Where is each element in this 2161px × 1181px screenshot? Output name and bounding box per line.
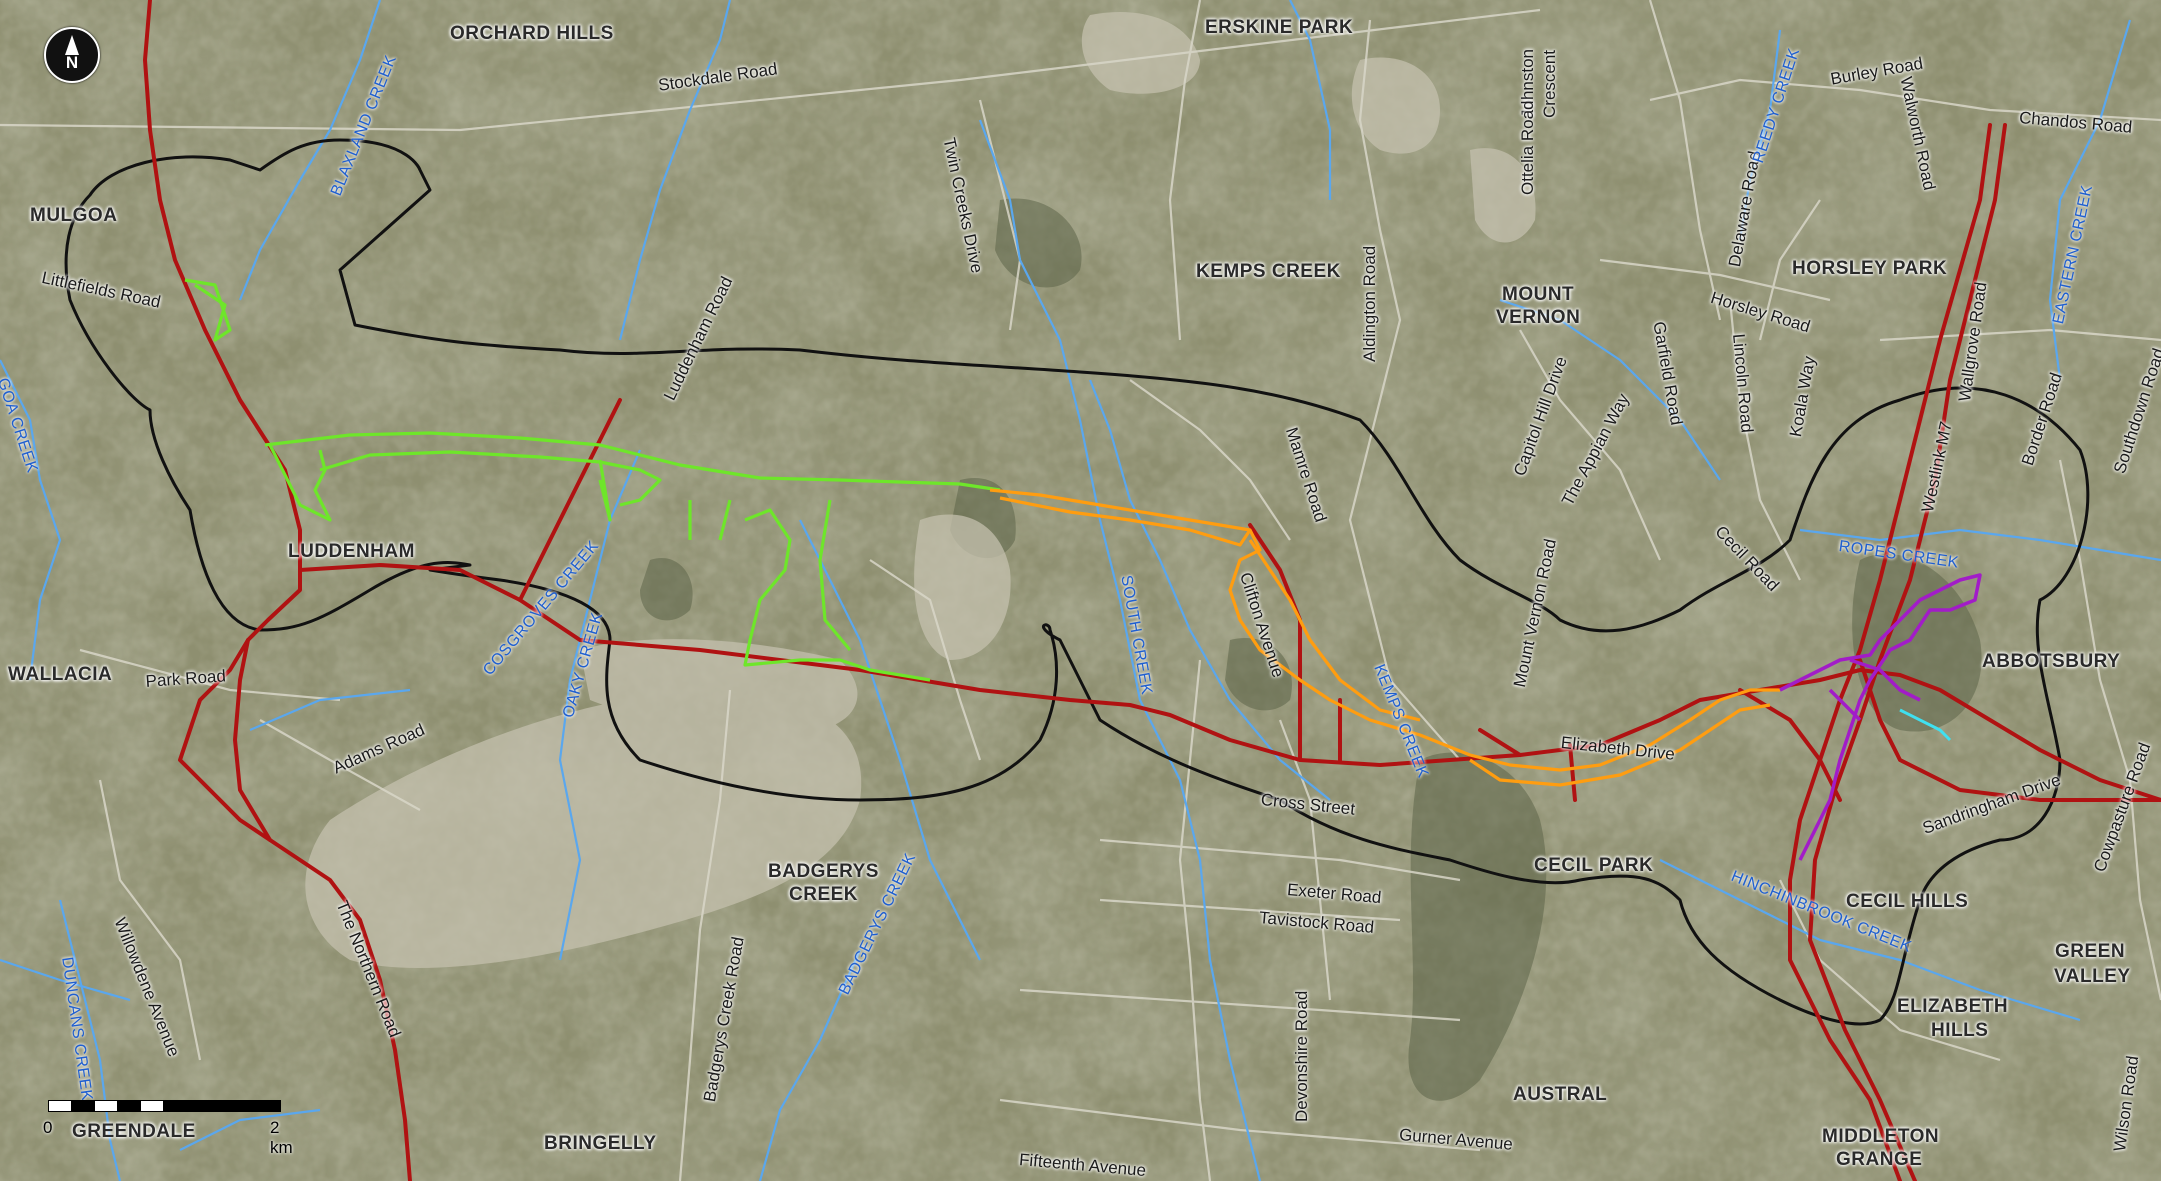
scale-bar-end-label: 2 km [270,1118,293,1157]
scale-bar: 0 2 km [43,1100,293,1157]
purple-route [1779,573,1982,861]
north-arrow: N [44,27,100,83]
suburb-cecil-hills: CECIL HILLS [1846,891,1969,912]
scale-bar-segment [163,1100,281,1112]
scale-bar-segment [94,1100,118,1112]
study-area-boundary [64,138,2090,1026]
suburb-mount-vernon-line2: VERNON [1496,307,1581,328]
north-arrow-label: N [65,53,79,72]
cyan-route [1899,708,1952,742]
suburb-middleton-grange-line2: GRANGE [1836,1149,1923,1170]
suburb-badgerys-creek-line1: BADGERYS [768,861,879,882]
road-label-aldington-road: Aldington Road [1360,245,1379,362]
suburb-abbotsbury: ABBOTSBURY [1982,651,2121,672]
suburb-luddenham: LUDDENHAM [288,541,415,562]
suburb-green-valley-line1: GREEN [2055,941,2126,962]
road-label-devonshire-road: Devonshire Road [1292,990,1311,1122]
scale-bar-segment [48,1100,72,1112]
scale-bar-segment [117,1100,141,1112]
suburb-green-valley-line2: VALLEY [2054,966,2131,987]
suburb-erskine-park: ERSKINE PARK [1205,17,1354,38]
suburb-elizabeth-hills-line1: ELIZABETH [1897,996,2009,1017]
orange-route [989,488,1780,787]
scale-bar-segment [140,1100,164,1112]
suburb-orchard-hills: ORCHARD HILLS [450,23,614,44]
suburb-middleton-grange-line1: MIDDLETON [1822,1126,1940,1147]
suburb-mount-vernon-line1: MOUNT [1502,284,1575,305]
suburb-cecil-park: CECIL PARK [1534,855,1654,876]
suburb-mulgoa: MULGOA [30,205,118,226]
green-route [184,278,1001,682]
suburb-kemps-creek: KEMPS CREEK [1196,261,1341,282]
north-arrow-icon [65,35,79,55]
suburb-bringelly: BRINGELLY [544,1133,657,1154]
suburb-badgerys-creek-line2: CREEK [789,884,859,905]
scale-bar-segment [71,1100,95,1112]
road-label-johnston-crescent-line2: Crescent [1540,49,1559,118]
suburb-greendale: GREENDALE [72,1121,196,1142]
road-label-ottelia-road: Ottelia Road [1518,100,1537,196]
scale-bar-start-label: 0 [43,1118,53,1137]
suburb-horsley-park: HORSLEY PARK [1792,258,1948,279]
suburb-wallacia: WALLACIA [8,664,113,685]
suburb-austral: AUSTRAL [1513,1084,1608,1105]
suburb-elizabeth-hills-line2: HILLS [1931,1020,1989,1041]
